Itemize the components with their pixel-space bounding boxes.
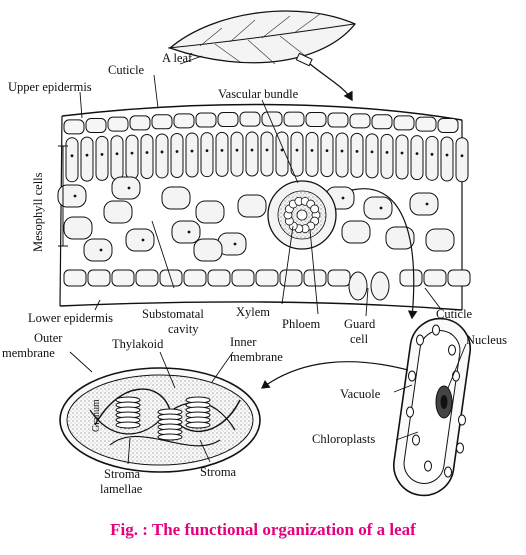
label-upper-epidermis: Upper epidermis — [8, 80, 92, 94]
label-mesophyll-cells: Mesophyll cells — [31, 172, 45, 252]
chloroplast — [59, 367, 261, 473]
upper-epidermis-cells — [63, 111, 459, 135]
label-inner-membrane-2: membrane — [230, 350, 283, 364]
guard-cells — [348, 271, 390, 301]
label-stroma-lamellae-1: Stroma — [104, 467, 141, 481]
label-vacuole: Vacuole — [340, 387, 381, 401]
label-chloroplasts: Chloroplasts — [312, 432, 375, 446]
label-inner-membrane-1: Inner — [230, 335, 257, 349]
figure-caption: Fig. : The functional organization of a … — [110, 520, 416, 539]
label-granum: Granum — [91, 399, 102, 432]
label-cuticle-top: Cuticle — [108, 63, 145, 77]
label-vascular-bundle: Vascular bundle — [218, 87, 299, 101]
mesophyll-cell — [261, 317, 472, 497]
label-guard-1: Guard — [344, 317, 376, 331]
leaf-cross-section — [57, 103, 471, 320]
label-a-leaf: A leaf — [162, 51, 193, 65]
spongy-cells — [57, 176, 455, 262]
leader-lines — [69, 55, 467, 465]
lower-epidermis-cells — [63, 269, 471, 287]
label-outer-membrane-1: Outer — [34, 331, 63, 345]
label-thylakoid: Thylakoid — [112, 337, 164, 351]
label-lower-epidermis: Lower epidermis — [28, 311, 113, 325]
label-substomatal-1: Substomatal — [142, 307, 204, 321]
palisade-cells — [65, 131, 469, 183]
label-stroma-lamellae-2: lamellae — [100, 482, 143, 496]
vascular-bundle — [267, 180, 337, 250]
label-xylem: Xylem — [236, 305, 270, 319]
label-outer-membrane-2: membrane — [2, 346, 55, 360]
grana-stacks — [115, 396, 211, 441]
leaf-icon — [167, 10, 357, 102]
label-substomatal-2: cavity — [168, 322, 199, 336]
label-nucleus: Nucleus — [466, 333, 507, 347]
label-phloem: Phloem — [282, 317, 320, 331]
label-guard-2: cell — [350, 332, 369, 346]
label-stroma: Stroma — [200, 465, 237, 479]
label-cuticle-bottom: Cuticle — [436, 307, 473, 321]
